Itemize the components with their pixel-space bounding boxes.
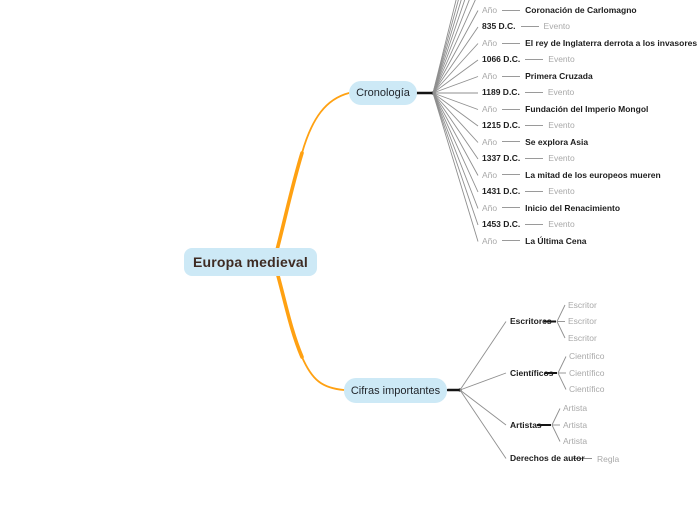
row-connector-line xyxy=(502,174,521,176)
timeline-event-label[interactable]: El rey de Inglaterra derrota a los invas… xyxy=(525,37,697,48)
row-connector-line xyxy=(524,92,543,94)
timeline-event-label[interactable]: Evento xyxy=(543,21,571,32)
group-label-cientificos[interactable]: Científicos xyxy=(510,368,554,378)
timeline-event-label[interactable]: Se explora Asia xyxy=(525,136,589,147)
row-connector-line xyxy=(502,108,521,110)
timeline-row[interactable]: 1215 D.C. Evento xyxy=(479,117,697,133)
timeline-year-label[interactable]: 1189 D.C. xyxy=(482,87,520,98)
timeline-event-label[interactable]: Evento xyxy=(548,120,575,131)
timeline-year-label[interactable]: Año xyxy=(482,70,498,81)
row-connector-line xyxy=(525,59,544,61)
group-child-artista[interactable]: Artista xyxy=(563,420,588,430)
row-connector-line xyxy=(502,9,521,11)
groups-fan xyxy=(459,321,507,459)
group-child-cientifico[interactable]: Científico xyxy=(569,384,605,394)
timeline-event-label[interactable]: Evento xyxy=(547,87,575,98)
timeline-year-label[interactable]: Año xyxy=(482,37,498,48)
row-connector-line xyxy=(502,42,521,44)
group-child-escritor[interactable]: Escritor xyxy=(568,316,597,326)
group-child-cientifico[interactable]: Científico xyxy=(569,368,605,378)
row-connector-line xyxy=(525,125,544,127)
timeline-year-label[interactable]: 1431 D.C. xyxy=(482,186,521,197)
timeline-event-label[interactable]: La Última Cena xyxy=(525,235,587,246)
timeline-year-label[interactable]: Año xyxy=(482,202,498,213)
timeline-year-label[interactable]: Año xyxy=(482,4,498,15)
branch-curve-cronologia xyxy=(275,92,350,252)
group-label-escritores[interactable]: Escritores xyxy=(510,316,552,326)
timeline-year-label[interactable]: Año xyxy=(482,169,498,180)
row-connector-line xyxy=(502,75,521,77)
row-connector-line xyxy=(502,207,521,209)
timeline-year-label[interactable]: 1066 D.C. xyxy=(482,54,521,65)
group-child-escritor[interactable]: Escritor xyxy=(568,333,597,343)
row-connector-line xyxy=(502,240,521,242)
group-child-cientifico[interactable]: Científico xyxy=(569,351,605,361)
timeline-row[interactable]: 1189 D.C. Evento xyxy=(479,84,697,100)
group-label-artistas[interactable]: Artistas xyxy=(510,420,542,430)
row-connector-line xyxy=(525,190,544,192)
timeline-year-label[interactable]: 1453 D.C. xyxy=(482,219,521,230)
timeline-fan xyxy=(432,0,479,242)
timeline-year-label[interactable]: Año xyxy=(482,103,498,114)
timeline-event-label[interactable]: Evento xyxy=(548,219,575,230)
timeline-row[interactable]: 1066 D.C. Evento xyxy=(479,51,697,67)
timeline-row[interactable]: Año Coronación de Carlomagno xyxy=(479,2,697,18)
cientificos-fan xyxy=(545,356,567,390)
group-child-artista[interactable]: Artista xyxy=(563,403,588,413)
group-child-artista[interactable]: Artista xyxy=(563,436,588,446)
group-label-derechos-de-autor[interactable]: Derechos de autor xyxy=(510,453,585,463)
timeline-row[interactable]: Año Inicio del Renacimiento xyxy=(479,200,697,216)
timeline-rows: Año Coronación de Carlomagno 835 D.C. Even… xyxy=(479,2,697,249)
row-connector-line xyxy=(502,141,521,143)
timeline-event-label[interactable]: Primera Cruzada xyxy=(525,70,593,81)
timeline-year-label[interactable]: 1215 D.C. xyxy=(482,120,521,131)
row-connector-line xyxy=(525,223,544,225)
timeline-row[interactable]: Año Fundación del Imperio Mongol xyxy=(479,101,697,117)
row-connector-line xyxy=(525,157,544,159)
central-topic-node[interactable]: Europa medieval xyxy=(184,248,317,276)
branch-label-cronologia: Cronología xyxy=(356,87,410,99)
timeline-year-label[interactable]: Año xyxy=(482,136,498,147)
branch-node-cronologia[interactable]: Cronología xyxy=(349,81,417,105)
timeline-year-label[interactable]: 1337 D.C. xyxy=(482,153,521,164)
group-child-escritor[interactable]: Escritor xyxy=(568,300,597,310)
timeline-row[interactable]: 1431 D.C. Evento xyxy=(479,183,697,199)
timeline-event-label[interactable]: Evento xyxy=(548,54,575,65)
timeline-event-label[interactable]: Evento xyxy=(548,186,575,197)
timeline-event-label[interactable]: Fundación del Imperio Mongol xyxy=(525,103,649,114)
central-topic-label: Europa medieval xyxy=(192,254,309,270)
branch-curve-cifras xyxy=(275,270,345,391)
timeline-year-label[interactable]: Año xyxy=(482,235,498,246)
branch-node-cifras-importantes[interactable]: Cifras importantes xyxy=(344,378,447,403)
timeline-row[interactable]: Año Primera Cruzada xyxy=(479,68,697,84)
escritores-fan xyxy=(544,304,566,339)
timeline-event-label[interactable]: Inicio del Renacimiento xyxy=(525,202,621,213)
group-child-regla[interactable]: Regla xyxy=(597,454,620,464)
artistas-fan xyxy=(537,408,561,442)
timeline-event-label[interactable]: La mitad de los europeos mueren xyxy=(525,169,661,180)
timeline-year-label[interactable]: 835 D.C. xyxy=(482,21,516,32)
timeline-row[interactable]: Año La Última Cena xyxy=(479,233,697,249)
timeline-row[interactable]: Año Se explora Asia xyxy=(479,134,697,150)
timeline-event-label[interactable]: Evento xyxy=(548,153,575,164)
row-connector-line xyxy=(520,26,539,28)
branch-label-cifras-importantes: Cifras importantes xyxy=(350,384,441,397)
timeline-row[interactable]: 1337 D.C. Evento xyxy=(479,150,697,166)
timeline-event-label[interactable]: Coronación de Carlomagno xyxy=(525,4,637,15)
timeline-row[interactable]: 835 D.C. Evento xyxy=(479,18,697,34)
timeline-row[interactable]: 1453 D.C. Evento xyxy=(479,216,697,232)
timeline-row[interactable]: Año La mitad de los europeos mueren xyxy=(479,167,697,183)
timeline-row[interactable]: Año El rey de Inglaterra derrota a los in… xyxy=(479,35,697,51)
